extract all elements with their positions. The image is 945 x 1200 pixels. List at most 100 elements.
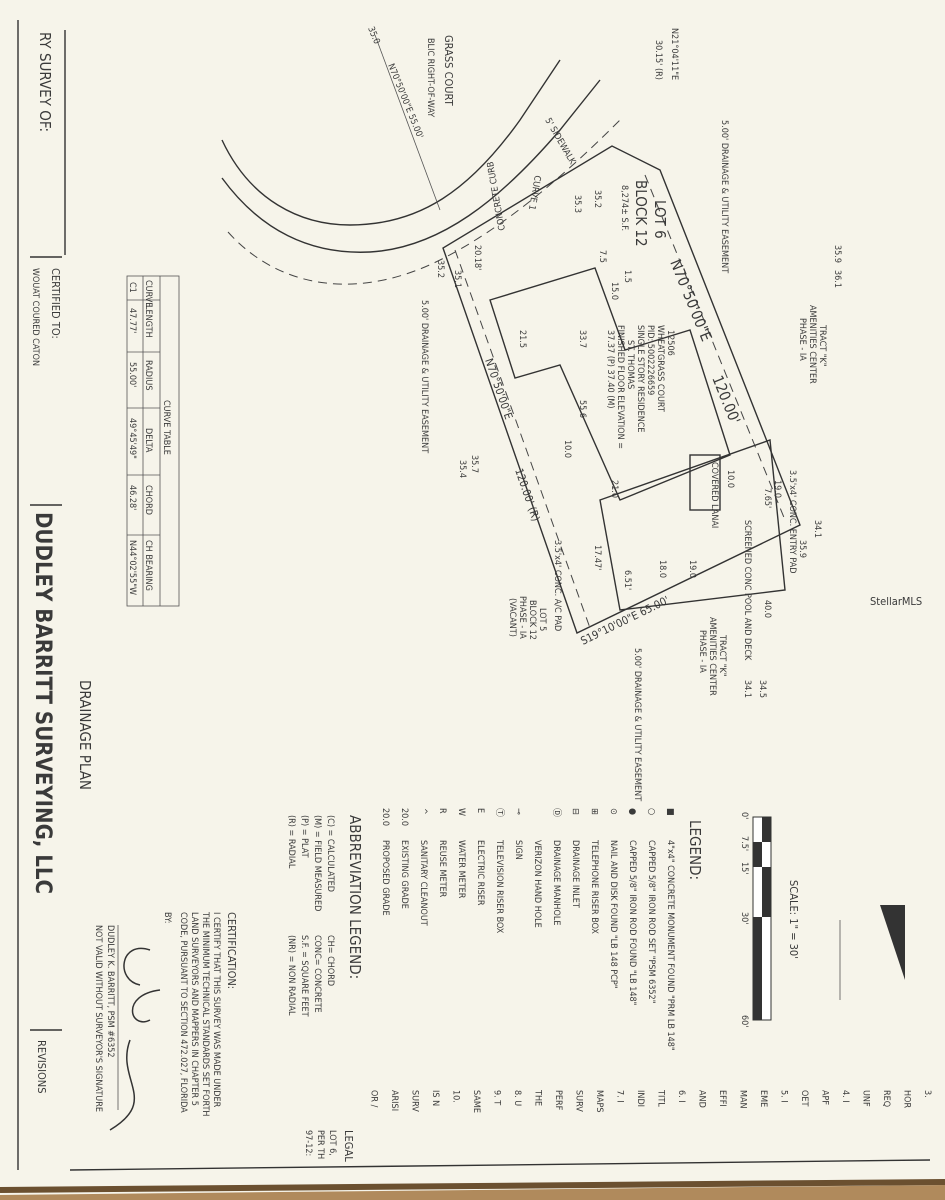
dimension-label: 19.0 <box>687 560 697 578</box>
ac-pad: 3.5'x4' CONC. A/C PAD <box>552 540 562 631</box>
company-name: DUDLEY BARRITT SURVEYING, LLC <box>30 512 55 894</box>
legend-title: LEGEND: <box>686 820 704 880</box>
elevation-label: 35.2 <box>592 190 602 208</box>
signature-note: NOT VALID WITHOUT SURVEYOR'S SIGNATURE <box>93 925 103 1112</box>
note-fragment: SURV <box>574 1090 584 1112</box>
note-fragment: REQ <box>881 1090 891 1107</box>
legend-item: TELEPHONE RISER BOX <box>589 839 599 934</box>
note-fragment: MAN <box>738 1090 748 1109</box>
abbreviation-item: (NR) = NON RADIAL <box>286 935 296 1016</box>
house-address: 12506 <box>665 330 675 356</box>
note-fragment: TITL <box>656 1089 666 1107</box>
elevation-label: 35.3 <box>572 195 582 213</box>
curve-table-cell: C1 <box>127 282 137 293</box>
certification-line: THE MINIMUM TECHNICAL STANDARDS SET FORT… <box>200 911 210 1117</box>
dimension-label: 55.6 <box>577 400 587 418</box>
pool-deck: SCREENED CONC POOL AND DECK <box>742 520 752 661</box>
note-fragment: THE <box>533 1089 543 1106</box>
street-name: GRASS COURT <box>442 35 455 107</box>
legend-symbol-icon: E <box>475 808 485 813</box>
legend-item: ELECTRIC RISER <box>475 840 485 906</box>
note-fragment: MAPS <box>594 1090 604 1113</box>
abbreviation-item: S.F. = SQUARE FEET <box>299 935 309 1017</box>
certification-title: CERTIFICATION: <box>225 912 238 989</box>
elevation-label: 35.9 <box>832 245 842 263</box>
legal-title: LEGAL <box>342 1130 355 1162</box>
note-fragment: UNF <box>861 1090 871 1107</box>
signer-name: DUDLEY K. BARRITT, PSM #6352 <box>105 925 115 1058</box>
abbreviation-item: CONC= CONCRETE <box>312 935 322 1013</box>
note-fragment: 7. I <box>615 1090 625 1103</box>
legend-item: VERIZON HAND HOLE <box>532 840 542 928</box>
legend-symbol-icon: 20.0 <box>399 808 409 826</box>
elevation-label: 34.1 <box>812 520 822 538</box>
legend-item: 4"x4" CONCRETE MONUMENT FOUND "PRM LB 14… <box>665 840 675 1051</box>
lot5-label: PHASE - IA <box>517 596 527 639</box>
legend-item: NAIL AND DISK FOUND "LB 148 PCP" <box>608 840 618 988</box>
house-address: WHEATGRASS COURT <box>655 325 665 412</box>
lot-number: LOT 6 <box>651 200 669 239</box>
dimension-label: 33.7 <box>577 330 587 348</box>
legend-list: ■ 4"x4" CONCRETE MONUMENT FOUND "PRM LB 1… <box>380 808 675 1051</box>
legend-symbol-icon: ○ <box>646 808 656 815</box>
front-distance: 30.15' (R) <box>653 40 663 80</box>
plan-title: DRAINAGE PLAN <box>76 680 94 790</box>
elevation-label: 34.1 <box>742 680 752 698</box>
abbreviation-item: (C) = CALCULATED <box>325 815 335 892</box>
note-fragment: AND <box>697 1090 707 1108</box>
legend-item: SANITARY CLEANOUT <box>418 840 428 926</box>
lot5-label: LOT 5 <box>537 608 547 631</box>
north-arrow-icon <box>880 905 905 980</box>
tract-right: AMENITIES CENTER <box>707 617 717 696</box>
legend-symbol-icon: W <box>456 808 466 816</box>
note-fragment: SAME <box>471 1090 481 1113</box>
setback-side2: 6.51' <box>622 570 632 590</box>
curve-table-cell: 49°45'49" <box>127 418 137 459</box>
street-right-of-way: BLIC RIGHT-OF-WAY <box>425 38 435 117</box>
note-fragment: EME <box>758 1090 768 1107</box>
legend-symbol-icon: ⊙ <box>608 808 618 815</box>
entry-pad: 3.5'x4' CONC. ENTRY PAD <box>787 470 797 573</box>
easement-left: 5.00' DRAINAGE & UTILITY EASEMENT <box>419 300 429 453</box>
tract-top: AMENITIES CENTER <box>807 305 817 384</box>
elevation-label: 35.1 <box>452 270 462 288</box>
legal-line: 97-12: <box>303 1130 313 1156</box>
block-number: BLOCK 12 <box>632 180 650 247</box>
abbreviation-title: ABBREVIATION LEGEND: <box>346 815 364 979</box>
note-fragment: INDI <box>635 1090 645 1107</box>
curve-table-header: CHORD <box>143 485 153 515</box>
curve-table-cell: 55.00' <box>127 362 137 387</box>
certified-to-label: CERTIFIED TO: <box>49 268 62 339</box>
legend-symbol-icon: R <box>437 808 447 814</box>
survey-of-label: RY SURVEY OF: <box>36 32 54 132</box>
dimension-label: 7.5 <box>597 250 607 263</box>
lot5-label: (VACANT) <box>507 598 517 637</box>
note-fragment: 3. <box>922 1090 932 1098</box>
legend-item: PROPOSED GRADE <box>380 840 390 916</box>
legend-item: TELEVISION RISER BOX <box>494 839 504 934</box>
legend-symbol-icon: ■ <box>665 808 675 816</box>
legend-symbol-icon: ● <box>627 808 637 815</box>
note-fragment: HOR <box>902 1090 912 1108</box>
dimension-label: 10.0 <box>562 440 572 458</box>
tract-right: TRACT "K" <box>717 634 727 677</box>
scale-bar: SCALE: 1" = 30' 0' 7.5' 15' 30' 60' <box>739 812 800 1028</box>
legal-line: PER TH <box>315 1130 325 1159</box>
elevation-label: 35.7 <box>469 455 479 473</box>
curve-table-title: CURVE TABLE <box>161 400 171 455</box>
curve-table-header: CURVE <box>143 280 153 307</box>
elevation-label: 34.5 <box>757 680 767 698</box>
curve-table-cell: 46.28' <box>127 485 137 510</box>
dimension-label: 18.0 <box>657 560 667 578</box>
certification-line: I CERTIFY THAT THIS SURVEY WAS MADE UNDE… <box>211 912 221 1108</box>
curve-table-header: RADIUS <box>143 360 153 391</box>
legend-symbol-icon: ⊸ <box>513 808 523 815</box>
setback-side: 7.65' <box>762 488 772 508</box>
scale-label: SCALE: 1" = 30' <box>787 880 800 959</box>
house-footprint: 12506 WHEATGRASS COURT PID: 5002226659 S… <box>489 267 797 661</box>
dimension-label: 15.0 <box>609 282 619 300</box>
lot5-label: BLOCK 12 <box>527 600 537 640</box>
signature <box>109 947 161 1131</box>
